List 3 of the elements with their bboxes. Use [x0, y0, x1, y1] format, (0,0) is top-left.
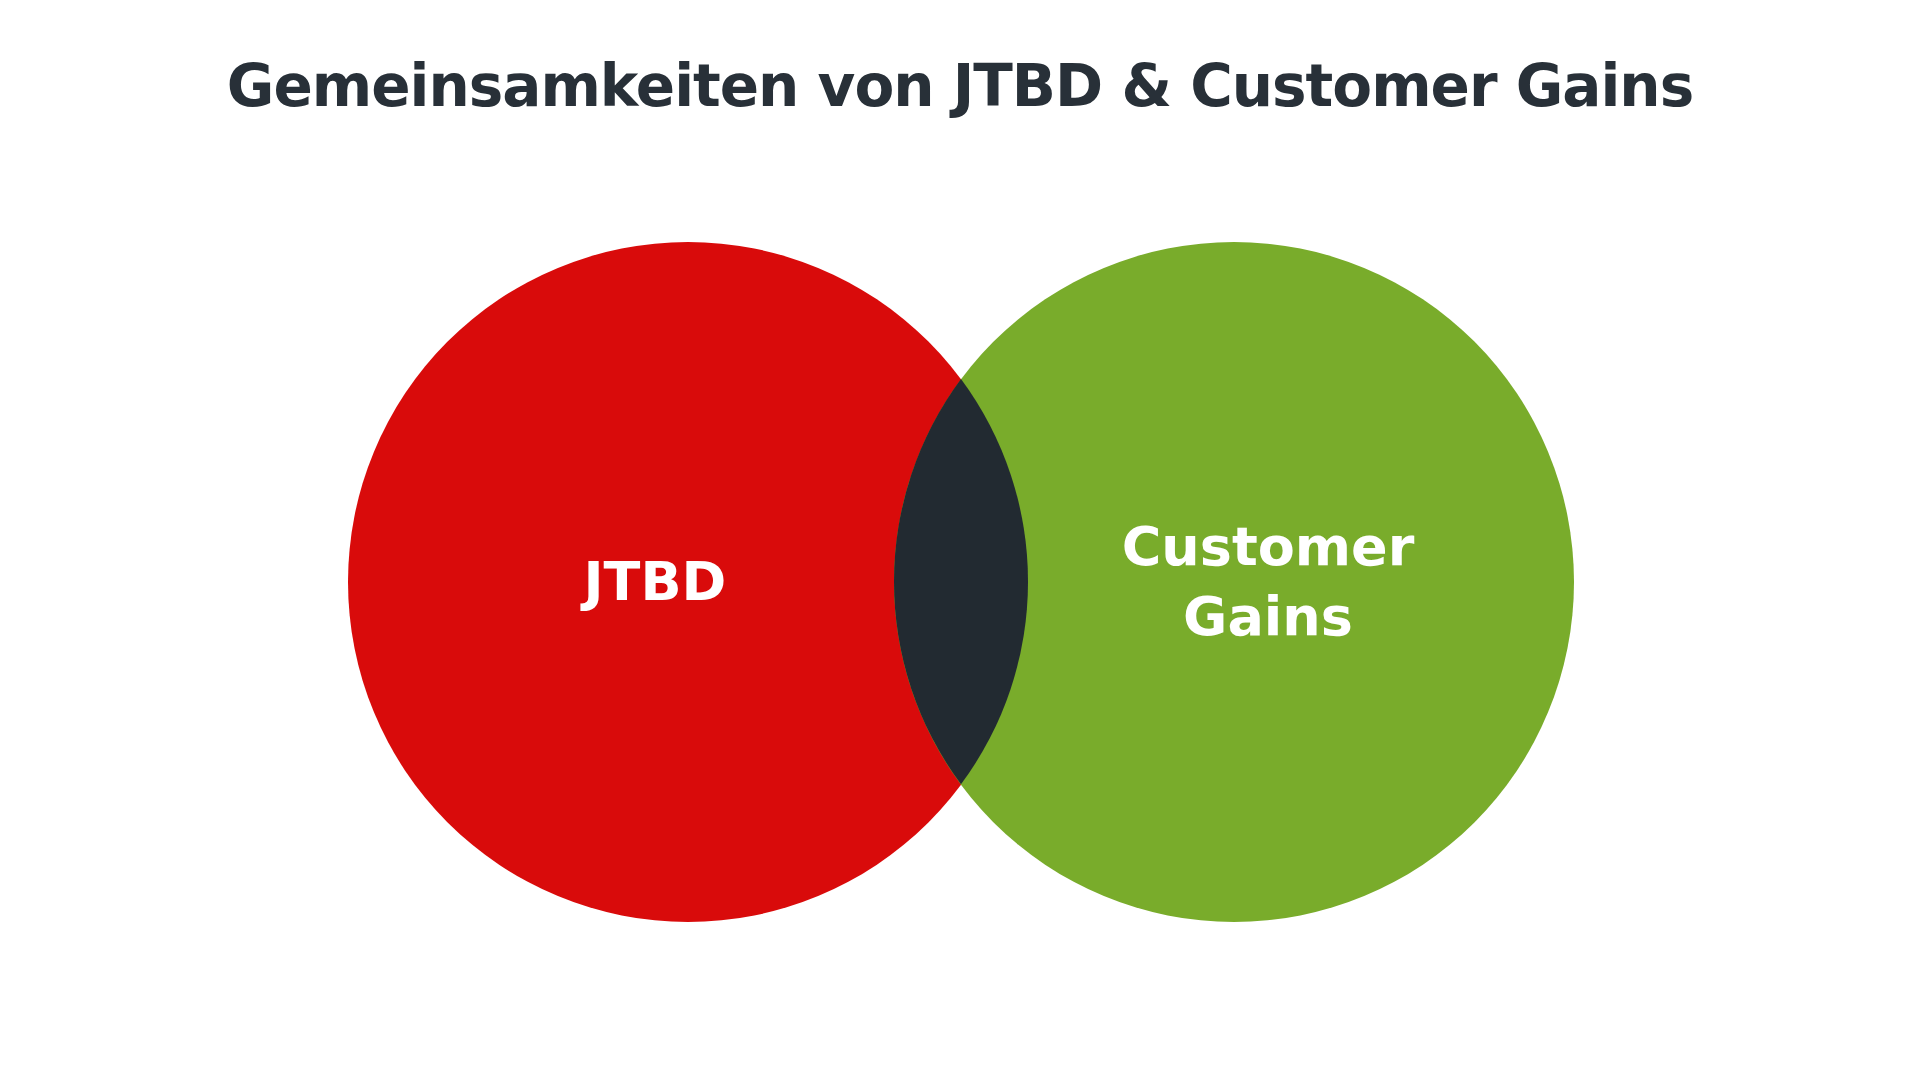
title: Gemeinsamkeiten von JTBD & Customer Gains	[225, 52, 1695, 120]
circle-label: Customer Gains	[1120, 514, 1416, 651]
circle-label: JTBD	[505, 547, 805, 618]
